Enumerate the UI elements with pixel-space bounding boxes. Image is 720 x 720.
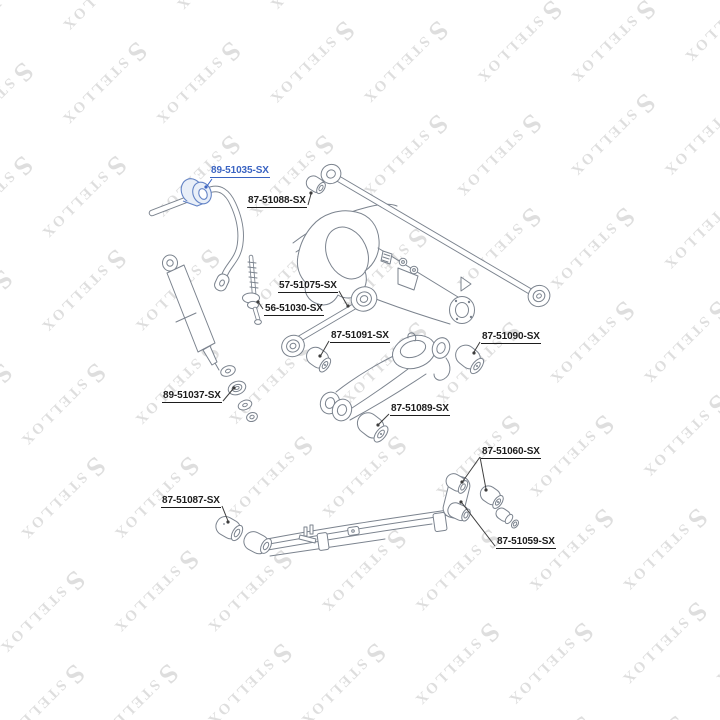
leader-lines [204,178,496,547]
bushing-87-51088 [305,175,326,195]
bushing-87-51089 [356,412,389,443]
torque-rod-57-51075 [281,286,378,358]
part-label-87-51087-sx[interactable]: 87-51087-SX [161,495,221,508]
shock-mount-stack-89-51037 [220,365,258,423]
shock-absorber [162,254,220,371]
bushing-87-51087 [215,515,244,542]
part-label-87-51090-sx[interactable]: 87-51090-SX [481,331,541,344]
part-label-89-51037-sx[interactable]: 89-51037-SX [162,390,222,403]
bushing-87-51091 [306,346,332,373]
part-label-87-51088-sx[interactable]: 87-51088-SX [247,195,307,208]
bushing-87-51090 [455,344,485,375]
part-label-57-51075-sx[interactable]: 57-51075-SX [278,280,338,293]
lower-control-arm [319,332,451,422]
part-label-89-51035-sx[interactable]: 89-51035-SX [210,165,270,178]
stabilizer-link-56-51030 [242,254,262,325]
panhard-rod [320,163,551,308]
part-label-56-51030-sx[interactable]: 56-51030-SX [264,303,324,316]
part-label-87-51089-sx[interactable]: 87-51089-SX [390,403,450,416]
leaf-spring [243,475,471,557]
axle-flange [449,296,475,324]
part-label-87-51059-sx[interactable]: 87-51059-SX [496,536,556,549]
bushings-87-51059 [495,507,520,529]
part-label-87-51091-sx[interactable]: 87-51091-SX [330,330,390,343]
part-label-87-51060-sx[interactable]: 87-51060-SX [481,446,541,459]
axle-housing [296,210,475,325]
